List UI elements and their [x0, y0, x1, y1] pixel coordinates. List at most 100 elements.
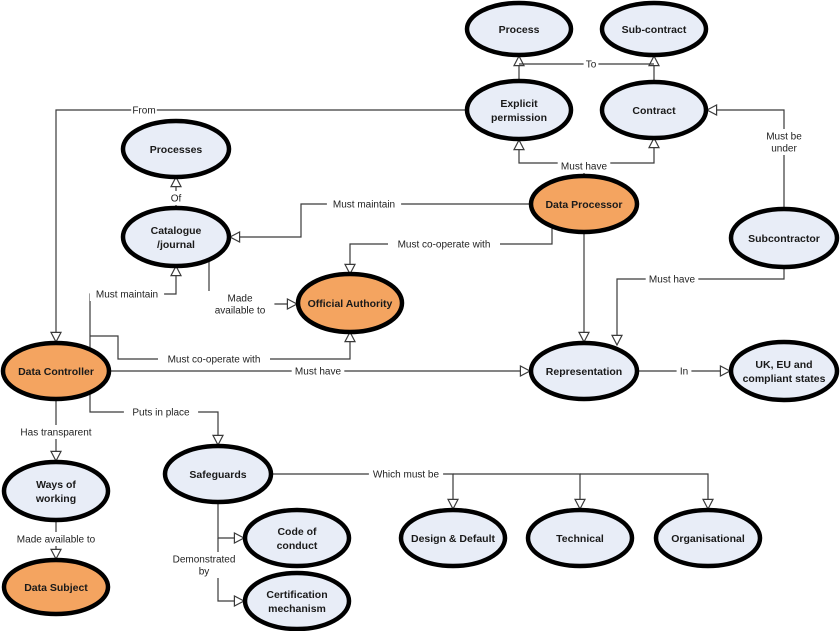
connector-label: Which must be — [368, 467, 444, 481]
connector-label-text: Has transparent — [20, 428, 91, 439]
node-ellipse[interactable] — [528, 173, 640, 235]
node-ellipse[interactable] — [653, 507, 763, 569]
node-safeguards[interactable]: Safeguards — [162, 443, 274, 505]
node-ellipse[interactable] — [398, 507, 508, 569]
node-design-default[interactable]: Design & Default — [398, 507, 508, 569]
node-ellipse[interactable] — [728, 339, 840, 403]
node-label: /journal — [157, 239, 195, 251]
node-organisational[interactable]: Organisational — [653, 507, 763, 569]
node-ellipse[interactable] — [528, 340, 640, 402]
connector-label-text: In — [680, 367, 688, 378]
connector-label: Made available to — [8, 532, 104, 546]
node-ellipse[interactable] — [120, 205, 232, 269]
connector-label-text: available to — [215, 306, 266, 317]
arrowhead-icon — [513, 54, 525, 67]
arrowhead-icon — [648, 54, 660, 67]
node-ellipse[interactable] — [162, 443, 274, 505]
node-label: Design & Default — [411, 533, 496, 545]
node-label: Official Authority — [308, 298, 393, 310]
arrowhead-icon — [286, 298, 299, 310]
node-ellipse[interactable] — [120, 118, 232, 180]
connector-line — [230, 203, 531, 238]
connector-label: Must have — [645, 272, 699, 286]
node-data-controller[interactable]: Data Controller — [0, 340, 112, 402]
node-ellipse[interactable] — [464, 0, 574, 58]
node-label: Processes — [150, 144, 203, 156]
arrowhead-icon — [611, 334, 623, 347]
node-ellipse[interactable] — [1, 557, 111, 617]
node-ellipse[interactable] — [295, 271, 405, 335]
connector-label: Must co-operate with — [158, 352, 270, 366]
node-ellipse[interactable] — [242, 507, 352, 569]
label-background — [583, 57, 599, 71]
connector-safeguards-code — [217, 502, 246, 544]
node-contract[interactable]: Contract — [599, 79, 709, 141]
connector-line — [707, 109, 785, 209]
connector-line — [616, 267, 785, 345]
node-ellipse[interactable] — [599, 79, 709, 141]
node-ellipse[interactable] — [464, 78, 574, 142]
connector-label-text: Must maintain — [333, 200, 395, 211]
arrowhead-icon — [233, 595, 246, 607]
arrowhead-icon — [648, 136, 660, 149]
node-ellipse[interactable] — [242, 570, 352, 631]
connector-label-text: Made — [227, 294, 252, 305]
node-ellipse[interactable] — [525, 507, 635, 569]
node-representation[interactable]: Representation — [528, 340, 640, 402]
connectors-layer — [50, 54, 785, 607]
arrowhead-icon — [344, 263, 356, 276]
arrowhead-icon — [702, 498, 714, 511]
connector-label-text: To — [586, 60, 597, 71]
node-technical[interactable]: Technical — [525, 507, 635, 569]
label-background — [326, 197, 402, 211]
connector-label-text: Of — [171, 194, 182, 205]
arrowhead-icon — [344, 330, 356, 343]
node-ellipse[interactable] — [0, 340, 112, 402]
node-label: Data Subject — [24, 582, 88, 594]
node-label: Data Controller — [18, 366, 94, 378]
label-background — [368, 467, 444, 481]
node-data-processor[interactable]: Data Processor — [528, 173, 640, 235]
node-sub-contract[interactable]: Sub-contract — [599, 0, 709, 58]
connector-label: Puts in place — [123, 405, 199, 419]
connector-label: In — [676, 364, 692, 378]
node-ellipse[interactable] — [728, 206, 840, 270]
node-official-authority[interactable]: Official Authority — [295, 271, 405, 335]
connector-label: Must have — [291, 364, 345, 378]
label-background — [8, 532, 104, 546]
connector-line — [453, 473, 581, 509]
label-background — [291, 364, 345, 378]
node-data-subject[interactable]: Data Subject — [1, 557, 111, 617]
node-label: Safeguards — [189, 469, 246, 481]
connector-line — [217, 502, 244, 539]
node-label: Ways of — [36, 479, 76, 491]
node-label: Process — [499, 24, 540, 36]
node-label: UK, EU and — [755, 359, 812, 371]
connector-label-text: Must have — [649, 275, 696, 286]
connector-line — [55, 109, 467, 342]
node-processes[interactable]: Processes — [120, 118, 232, 180]
arrowhead-icon — [578, 331, 590, 344]
connector-label-text: under — [771, 144, 797, 155]
connector-label: From — [131, 103, 157, 117]
connector-label: Must have — [557, 159, 611, 173]
node-subcontractor[interactable]: Subcontractor — [728, 206, 840, 270]
node-ellipse[interactable] — [599, 0, 709, 58]
node-label: Organisational — [671, 533, 745, 545]
label-background — [168, 191, 184, 205]
label-background — [123, 405, 199, 419]
connector-label-text: Which must be — [373, 470, 440, 481]
node-ellipse[interactable] — [1, 459, 111, 523]
connector-line — [90, 332, 351, 360]
label-background — [131, 103, 157, 117]
label-background — [205, 291, 275, 317]
node-catalogue-journal[interactable]: Catalogue/journal — [120, 205, 232, 269]
node-process[interactable]: Process — [464, 0, 574, 58]
